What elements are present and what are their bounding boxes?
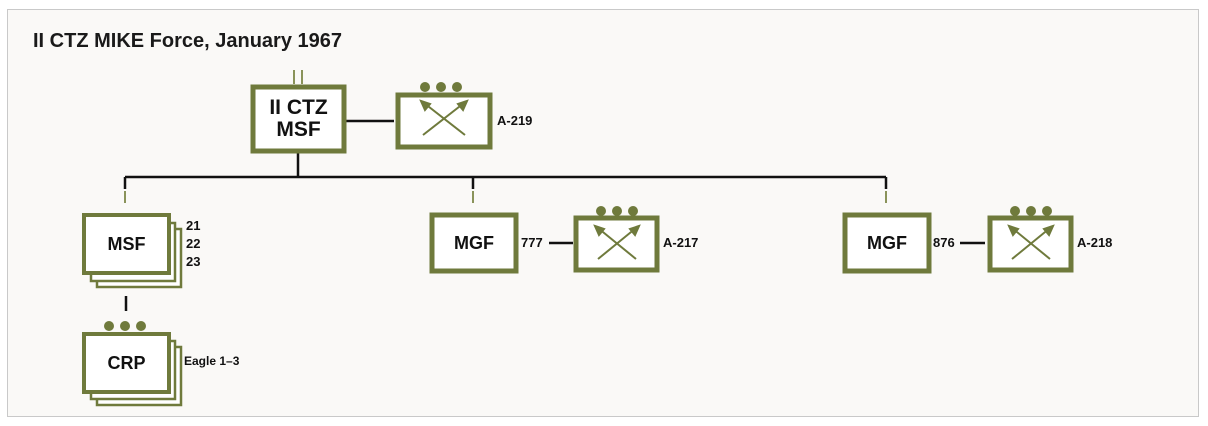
diagram-title: II CTZ MIKE Force, January 1967 bbox=[33, 30, 342, 52]
msf-stack bbox=[82, 213, 183, 289]
mgf-right-label: MGF bbox=[867, 232, 907, 253]
crp-stack bbox=[82, 321, 183, 407]
special-forces-crossed-arrows-icon bbox=[419, 99, 469, 136]
special-forces-crossed-arrows-icon bbox=[1007, 224, 1055, 260]
team-dot bbox=[612, 206, 622, 216]
hq-box bbox=[250, 84, 347, 154]
team-dot bbox=[452, 82, 462, 92]
team-dot bbox=[420, 82, 430, 92]
mgf-right-sf-team-label: A-218 bbox=[1077, 235, 1113, 250]
hq-label-line1: II CTZ bbox=[269, 95, 328, 119]
msf-number-3: 23 bbox=[186, 254, 201, 269]
hq-sf-box bbox=[395, 92, 493, 150]
connector-lines bbox=[123, 119, 985, 311]
msf-number-1: 21 bbox=[186, 218, 201, 233]
team-dot bbox=[436, 82, 446, 92]
team-dot bbox=[1042, 206, 1052, 216]
hq-sf-team bbox=[395, 82, 493, 150]
olive-stubs bbox=[124, 70, 887, 203]
team-dot bbox=[136, 321, 146, 331]
team-dot bbox=[1026, 206, 1036, 216]
team-dot bbox=[120, 321, 130, 331]
crp-label: CRP bbox=[107, 352, 146, 373]
mgf-left-number: 777 bbox=[521, 235, 543, 250]
msf-number-2: 22 bbox=[186, 236, 201, 251]
mgf-left-sf-team-label: A-217 bbox=[663, 235, 699, 250]
team-dot bbox=[628, 206, 638, 216]
mgf-left-label: MGF bbox=[454, 232, 494, 253]
mgf-left-sf-team bbox=[573, 206, 660, 273]
mgf-right-number: 876 bbox=[933, 235, 955, 250]
team-dot bbox=[104, 321, 114, 331]
crp-box-front bbox=[82, 332, 171, 394]
hq-sf-team-label: A-219 bbox=[497, 113, 533, 128]
mgf-right-sf-team bbox=[987, 206, 1074, 273]
team-dot bbox=[1010, 206, 1020, 216]
mgf-left-box bbox=[429, 212, 519, 274]
team-dot bbox=[596, 206, 606, 216]
special-forces-crossed-arrows-icon bbox=[593, 224, 641, 260]
msf-box-front bbox=[82, 213, 171, 275]
mgf-right-box bbox=[842, 212, 932, 274]
msf-label: MSF bbox=[107, 233, 146, 254]
crp-units-label: Eagle 1–3 bbox=[184, 354, 240, 368]
hq-label: II CTZ MSF bbox=[253, 87, 344, 151]
hq-label-line2: MSF bbox=[276, 118, 321, 141]
